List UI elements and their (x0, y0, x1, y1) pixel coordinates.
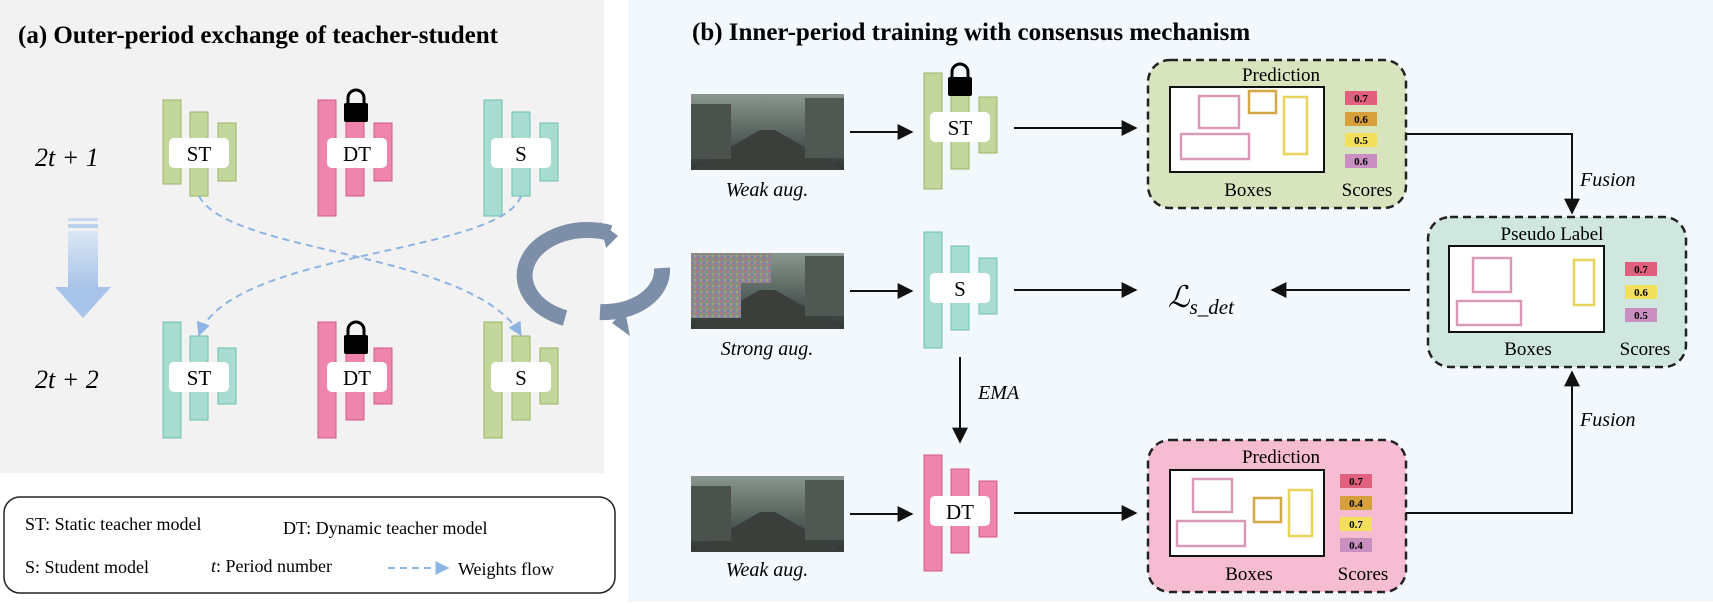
row2-dt-model: DT (317, 320, 393, 439)
row1-st-label: ST (187, 142, 212, 166)
weak-aug-image-bottom (691, 476, 844, 552)
legend-t-text: : Period number (216, 556, 332, 576)
loss-subscript: s_det (1190, 295, 1235, 319)
lock-icon (344, 88, 368, 122)
pseudo-label-title: Pseudo Label (1501, 224, 1604, 245)
boxes-label-bottom: Boxes (1225, 564, 1273, 585)
dt-model-label: DT (946, 500, 974, 524)
weak-aug-caption-bottom: Weak aug. (726, 559, 809, 581)
panel-a-title: (a) Outer-period exchange of teacher-stu… (18, 22, 499, 49)
legend-t: t: Period number (211, 556, 332, 576)
score-pseudo-2: 0.6 (1634, 287, 1648, 299)
legend-box (3, 496, 616, 594)
row2-s-model: S (483, 321, 559, 439)
score-top-2: 0.6 (1354, 114, 1368, 126)
prediction-panel-top: Prediction Boxes Scores 0.7 0.6 0.5 0.6 (1146, 58, 1408, 210)
strong-aug-caption: Strong aug. (721, 338, 814, 360)
fusion-label-bottom: Fusion (1579, 409, 1636, 431)
boxes-label-pseudo: Boxes (1504, 339, 1552, 360)
st-model: ST (923, 62, 998, 190)
st-model-label: ST (948, 116, 973, 140)
legend-st: ST: Static teacher model (25, 514, 202, 534)
score-bottom-1: 0.7 (1349, 476, 1363, 488)
weak-aug-image-top (691, 94, 844, 170)
row1-dt-model: DT (317, 88, 393, 217)
score-top-3: 0.5 (1354, 135, 1368, 147)
fusion-arrow-bottom (1406, 370, 1580, 514)
fusion-label-top: Fusion (1579, 169, 1636, 191)
weights-flow-s-to-st (196, 195, 522, 337)
prediction-panel-bottom: Prediction Boxes Scores 0.7 0.4 0.7 0.4 (1146, 438, 1408, 594)
row2-s-label: S (515, 366, 527, 390)
weights-flow-st-to-s (198, 195, 522, 337)
score-top-4: 0.6 (1354, 156, 1368, 168)
legend-t-symbol: t (211, 556, 217, 576)
row2-dt-label: DT (343, 366, 371, 390)
strong-aug-image (691, 253, 844, 329)
score-pseudo-3: 0.5 (1634, 310, 1648, 322)
score-bottom-3: 0.7 (1349, 519, 1363, 531)
boxes-label-top: Boxes (1224, 180, 1272, 201)
scores-label-top: Scores (1342, 180, 1393, 201)
row-label-2t-plus-2: 2t + 2 (35, 365, 99, 394)
scores-label-bottom: Scores (1338, 564, 1389, 585)
row-label-2t-plus-1: 2t + 1 (35, 143, 99, 172)
fusion-arrow-top (1406, 133, 1580, 215)
lock-icon (948, 62, 972, 96)
legend-flow: Weights flow (458, 559, 554, 579)
panel-a-background (0, 0, 604, 473)
prediction-title-top: Prediction (1242, 65, 1321, 86)
legend-dt: DT: Dynamic teacher model (283, 518, 488, 538)
panel-b-title: (b) Inner-period training with consensus… (692, 19, 1250, 46)
row1-s-model: S (483, 99, 559, 217)
ema-label: EMA (977, 382, 1020, 404)
s-model-label: S (954, 277, 966, 301)
pseudo-label-panel: Pseudo Label Boxes Scores 0.7 0.6 0.5 (1426, 215, 1688, 369)
exchange-cycle-icon (516, 222, 671, 336)
weak-aug-caption-top: Weak aug. (726, 179, 809, 201)
prediction-title-bottom: Prediction (1242, 447, 1321, 468)
scores-label-pseudo: Scores (1620, 339, 1671, 360)
period-down-arrow (55, 218, 111, 318)
dt-model: DT (923, 454, 998, 572)
row1-s-label: S (515, 142, 527, 166)
row2-st-model: ST (162, 321, 237, 439)
score-bottom-2: 0.4 (1349, 498, 1363, 510)
s-model: S (923, 231, 998, 349)
score-top-1: 0.7 (1354, 93, 1368, 105)
loss-symbol: ℒ (1168, 281, 1191, 314)
score-bottom-4: 0.4 (1349, 540, 1363, 552)
score-pseudo-1: 0.7 (1634, 264, 1648, 276)
row2-st-label: ST (187, 366, 212, 390)
legend-s: S: Student model (25, 557, 149, 577)
lock-icon (344, 320, 368, 354)
detection-loss: ℒs_det (1168, 281, 1235, 319)
row1-dt-label: DT (343, 142, 371, 166)
